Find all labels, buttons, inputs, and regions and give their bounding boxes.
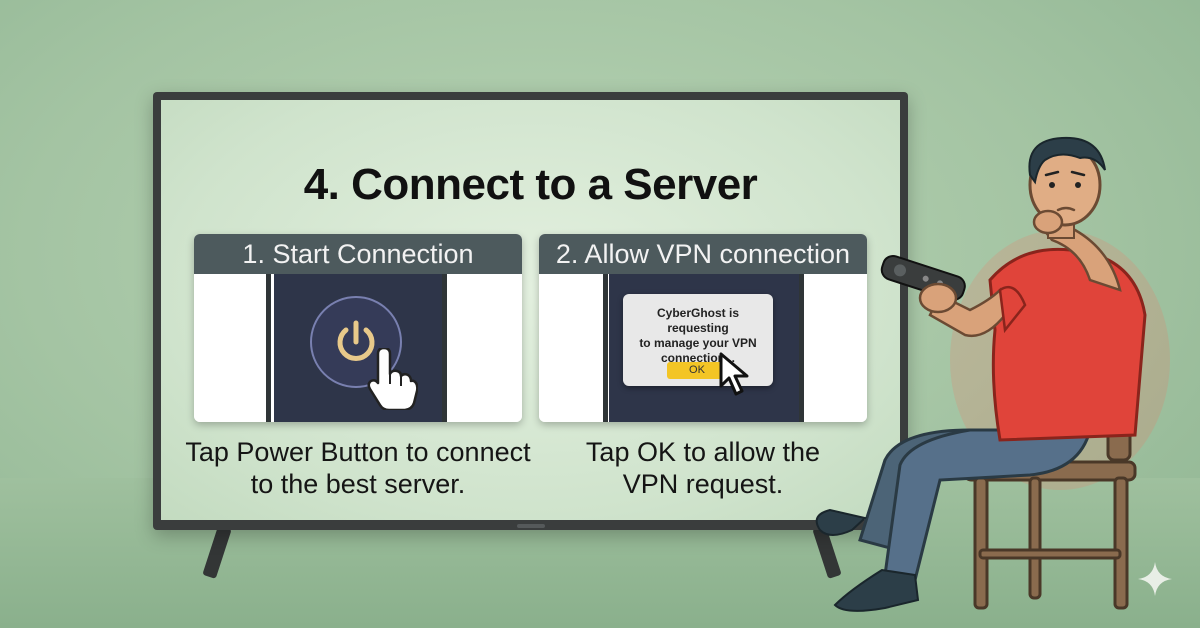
cursor-arrow-icon <box>719 352 749 396</box>
power-icon <box>337 320 375 361</box>
sparkle-icon <box>1138 562 1172 596</box>
tv-logo-strip <box>516 524 545 528</box>
phone-edge-left <box>266 274 271 422</box>
hand-pointer-icon <box>367 348 418 410</box>
dialog-message: CyberGhost is requesting to manage your … <box>639 306 757 365</box>
phone-edge-right <box>442 274 447 422</box>
page-title: 4. Connect to a Server <box>303 160 758 209</box>
step-1-body <box>194 274 522 422</box>
tv-screen: 4. Connect to a Server 1. Start Connecti… <box>161 100 900 520</box>
phone-edge-left <box>603 274 608 422</box>
step-2-panel: 2. Allow VPN connection CyberGhost is re… <box>539 234 867 422</box>
phone-edge-right <box>799 274 804 422</box>
step-1-header: 1. Start Connection <box>194 234 522 274</box>
vpn-permission-dialog: CyberGhost is requesting to manage your … <box>623 294 773 386</box>
ok-button[interactable]: OK <box>667 362 727 379</box>
step-2-header: 2. Allow VPN connection <box>539 234 867 274</box>
step-2-body: CyberGhost is requesting to manage your … <box>539 274 867 422</box>
step-1-panel: 1. Start Connection <box>194 234 522 422</box>
step-1-caption: Tap Power Button to connect to the best … <box>185 437 531 499</box>
person-with-remote-illustration <box>815 136 1170 612</box>
television: 4. Connect to a Server 1. Start Connecti… <box>153 92 908 530</box>
phone-screen: CyberGhost is requesting to manage your … <box>609 274 799 422</box>
phone-screen <box>274 274 442 422</box>
step-2-caption: Tap OK to allow the VPN request. <box>585 437 821 499</box>
